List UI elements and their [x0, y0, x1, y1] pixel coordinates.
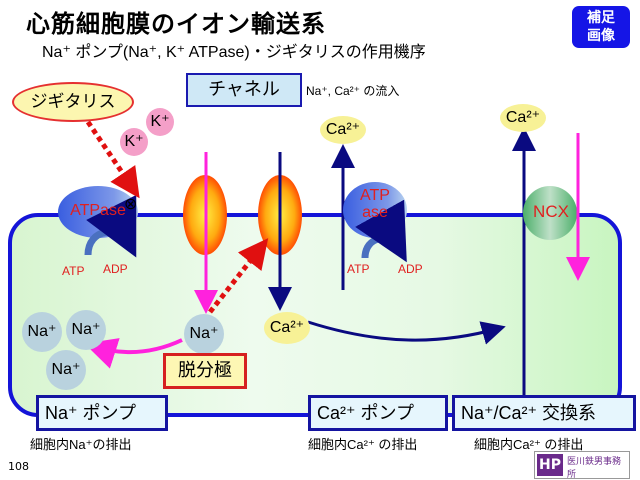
na-pump-description: 細胞内Na⁺の排出: [30, 437, 132, 452]
ca-transport-arrow: [307, 320, 506, 345]
inhibition-symbol: ⊗: [124, 194, 138, 213]
ncx-label: NCX: [533, 202, 569, 221]
k-ion: K⁺: [146, 108, 174, 136]
publisher-name: 医川鉄男事務所: [567, 457, 622, 480]
depolarization-label: 脱分極: [163, 353, 247, 389]
page-number: 108: [8, 460, 29, 473]
page-title: 心筋細胞膜のイオン輸送系: [26, 10, 326, 38]
ca-ion-ncx-out: Ca²⁺: [500, 104, 546, 132]
na-extrusion-arrow: [84, 338, 183, 369]
channel-label: チャネル: [186, 73, 302, 107]
ca-ion-inside: Ca²⁺: [264, 312, 310, 344]
na-pump-atp: ATP: [62, 264, 85, 278]
page-subtitle: Na⁺ ポンプ(Na⁺, K⁺ ATPase)・ジギタリスの作用機序: [42, 44, 426, 61]
exchanger-title: Na⁺/Ca²⁺ 交換系: [452, 395, 636, 431]
na-pump-atp-arrow: [84, 194, 137, 258]
k-ion: K⁺: [120, 128, 148, 156]
publisher-logo: HP 医川鉄男事務所: [534, 451, 630, 480]
na-pump-adp: ADP: [103, 262, 128, 276]
ca-pump-atp-arrow: [355, 199, 407, 263]
na-ion-extruded: Na⁺: [22, 312, 62, 352]
na-pump-enzyme-label: ATPase: [70, 202, 126, 219]
supplement-image-badge[interactable]: 補足 画像: [572, 6, 630, 48]
depolarization-activate-arrow: [208, 238, 269, 314]
ca-pump-description: 細胞内Ca²⁺ の排出: [308, 437, 418, 452]
na-pump-title: Na⁺ ポンプ: [36, 395, 168, 431]
badge-line-2: 画像: [587, 28, 615, 44]
badge-line-1: 補足: [587, 10, 615, 26]
ca-ion-pump-out: Ca²⁺: [320, 116, 366, 144]
na-ion-extruded: Na⁺: [46, 350, 86, 390]
digitalis-label: ジギタリス: [12, 82, 134, 122]
ncx-exchanger: [523, 186, 577, 240]
ca-pump-enzyme-line1: ATP: [360, 187, 390, 204]
ca-pump-enzyme-line2: ase: [362, 204, 388, 221]
ca-pump-atp: ATP: [347, 262, 370, 276]
logo-mark-icon: HP: [537, 454, 563, 476]
exchanger-description: 細胞内Ca²⁺ の排出: [474, 437, 584, 452]
ca-pump-enzyme-label: ATP ase: [343, 187, 407, 221]
digitalis-inhibit-arrow: [85, 120, 140, 199]
na-ion-inside: Na⁺: [184, 314, 224, 354]
ca-pump-title: Ca²⁺ ポンプ: [308, 395, 448, 431]
na-ion-extruded: Na⁺: [66, 310, 106, 350]
channel-note: Na⁺, Ca²⁺ の流入: [306, 84, 400, 98]
ca-pump-adp: ADP: [398, 262, 423, 276]
